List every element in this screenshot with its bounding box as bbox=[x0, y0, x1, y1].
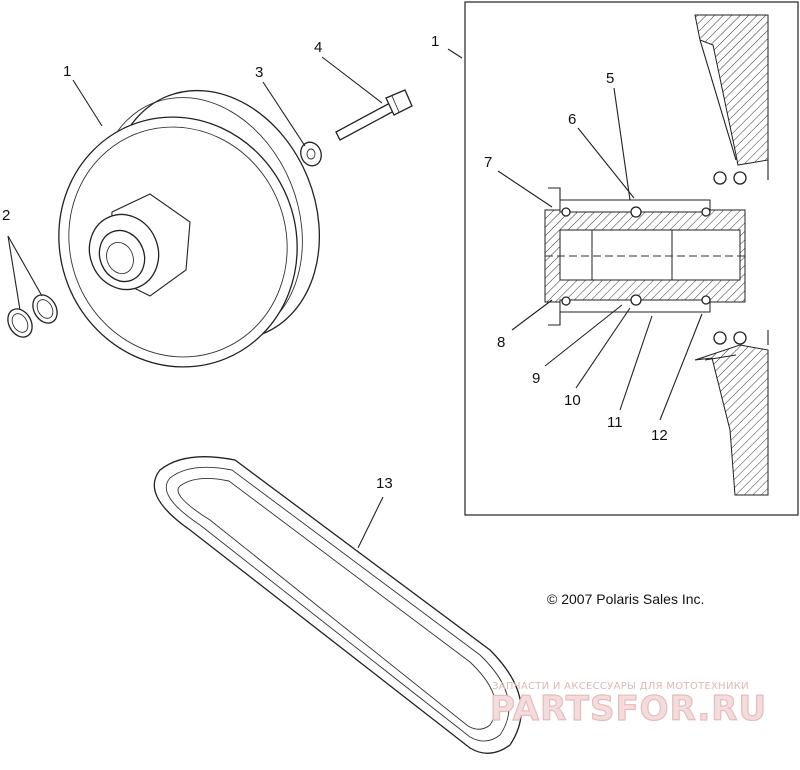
callout-2: 2 bbox=[2, 207, 10, 224]
callout-3: 3 bbox=[255, 64, 263, 81]
pulley-part bbox=[58, 89, 321, 368]
drive-belt-part bbox=[153, 456, 522, 754]
callout-5: 5 bbox=[606, 70, 614, 87]
copyright-text: © 2007 Polaris Sales Inc. bbox=[547, 591, 704, 607]
leader-lines bbox=[7, 48, 703, 549]
callout-4: 4 bbox=[314, 39, 322, 56]
watermark: ЗАПЧАСТИ И АКСЕССУАРЫ ДЛЯ МОТОТЕХНИКИ PA… bbox=[489, 681, 767, 730]
callout-10: 10 bbox=[564, 392, 581, 409]
o-rings-part bbox=[7, 294, 58, 338]
callout-9: 9 bbox=[532, 370, 540, 387]
callout-7: 7 bbox=[484, 154, 492, 171]
callout-13: 13 bbox=[376, 475, 393, 492]
callout-1-left: 1 bbox=[63, 63, 71, 80]
callout-1-right: 1 bbox=[431, 33, 439, 50]
callout-numbers: 1 2 3 4 1 5 6 7 8 9 10 11 12 13 bbox=[2, 33, 668, 492]
callout-8: 8 bbox=[497, 334, 505, 351]
nut-part bbox=[300, 141, 322, 167]
callout-6: 6 bbox=[568, 111, 576, 128]
callout-11: 11 bbox=[607, 414, 623, 431]
watermark-tagline: ЗАПЧАСТИ И АКСЕССУАРЫ ДЛЯ МОТОТЕХНИКИ bbox=[492, 681, 749, 692]
watermark-logo: PARTSFOR.RU bbox=[490, 689, 767, 729]
callout-12: 12 bbox=[651, 427, 668, 444]
detail-frame bbox=[464, 1, 799, 516]
bolt-part bbox=[335, 89, 413, 141]
